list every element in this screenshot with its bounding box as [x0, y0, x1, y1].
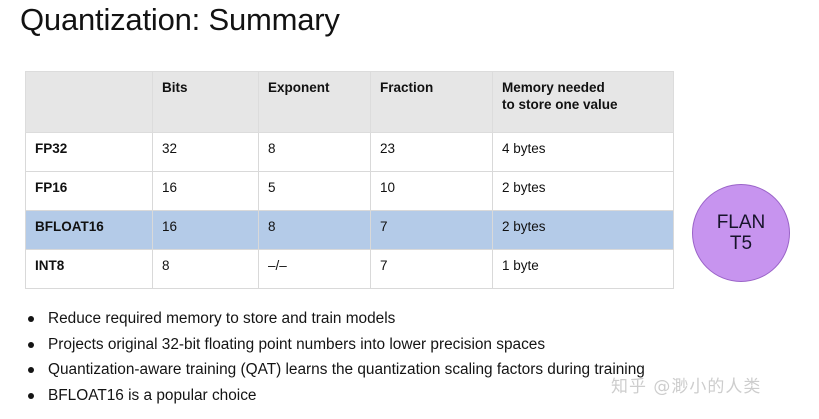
cell-fraction: 23: [370, 132, 493, 172]
column-header-bits: Bits: [152, 71, 259, 133]
cell-bits: 32: [152, 132, 259, 172]
list-item: Quantization-aware training (QAT) learns…: [14, 357, 814, 383]
list-item: Reduce required memory to store and trai…: [14, 306, 814, 332]
memory-header-line-1: Memory needed: [502, 80, 605, 95]
cell-format-name: FP32: [25, 132, 153, 172]
cell-fraction: 10: [370, 171, 493, 211]
memory-header-line-2: to store one value: [502, 97, 618, 113]
table-row-highlighted: BFLOAT16 16 8 7 2 bytes: [25, 210, 674, 250]
table-row: INT8 8 –/– 7 1 byte: [25, 249, 674, 289]
flan-t5-badge: FLAN T5: [692, 184, 790, 282]
cell-memory: 1 byte: [492, 249, 674, 289]
column-header-memory: Memory needed to store one value: [492, 71, 674, 133]
cell-exponent: –/–: [258, 249, 371, 289]
quantization-summary-table: Bits Exponent Fraction Memory needed to …: [25, 71, 674, 289]
cell-memory: 4 bytes: [492, 132, 674, 172]
cell-exponent: 5: [258, 171, 371, 211]
flan-t5-badge-line-2: T5: [729, 233, 753, 254]
cell-memory: 2 bytes: [492, 210, 674, 250]
cell-exponent: 8: [258, 132, 371, 172]
cell-exponent: 8: [258, 210, 371, 250]
list-item: BFLOAT16 is a popular choice: [14, 383, 814, 409]
cell-format-name: INT8: [25, 249, 153, 289]
cell-fraction: 7: [370, 210, 493, 250]
cell-format-name: FP16: [25, 171, 153, 211]
list-item: Projects original 32-bit floating point …: [14, 332, 814, 358]
table-header-row: Bits Exponent Fraction Memory needed to …: [25, 71, 674, 133]
table-row: FP16 16 5 10 2 bytes: [25, 171, 674, 211]
cell-memory: 2 bytes: [492, 171, 674, 211]
cell-fraction: 7: [370, 249, 493, 289]
table-row: FP32 32 8 23 4 bytes: [25, 132, 674, 172]
flan-t5-badge-line-1: FLAN: [716, 211, 766, 233]
cell-bits: 16: [152, 210, 259, 250]
column-header-exponent: Exponent: [258, 71, 371, 133]
page-title: Quantization: Summary: [20, 2, 340, 37]
column-header-fraction: Fraction: [370, 71, 493, 133]
summary-bullet-list: Reduce required memory to store and trai…: [14, 306, 814, 408]
cell-bits: 8: [152, 249, 259, 289]
column-header-name: [25, 71, 153, 133]
cell-bits: 16: [152, 171, 259, 211]
cell-format-name: BFLOAT16: [25, 210, 153, 250]
